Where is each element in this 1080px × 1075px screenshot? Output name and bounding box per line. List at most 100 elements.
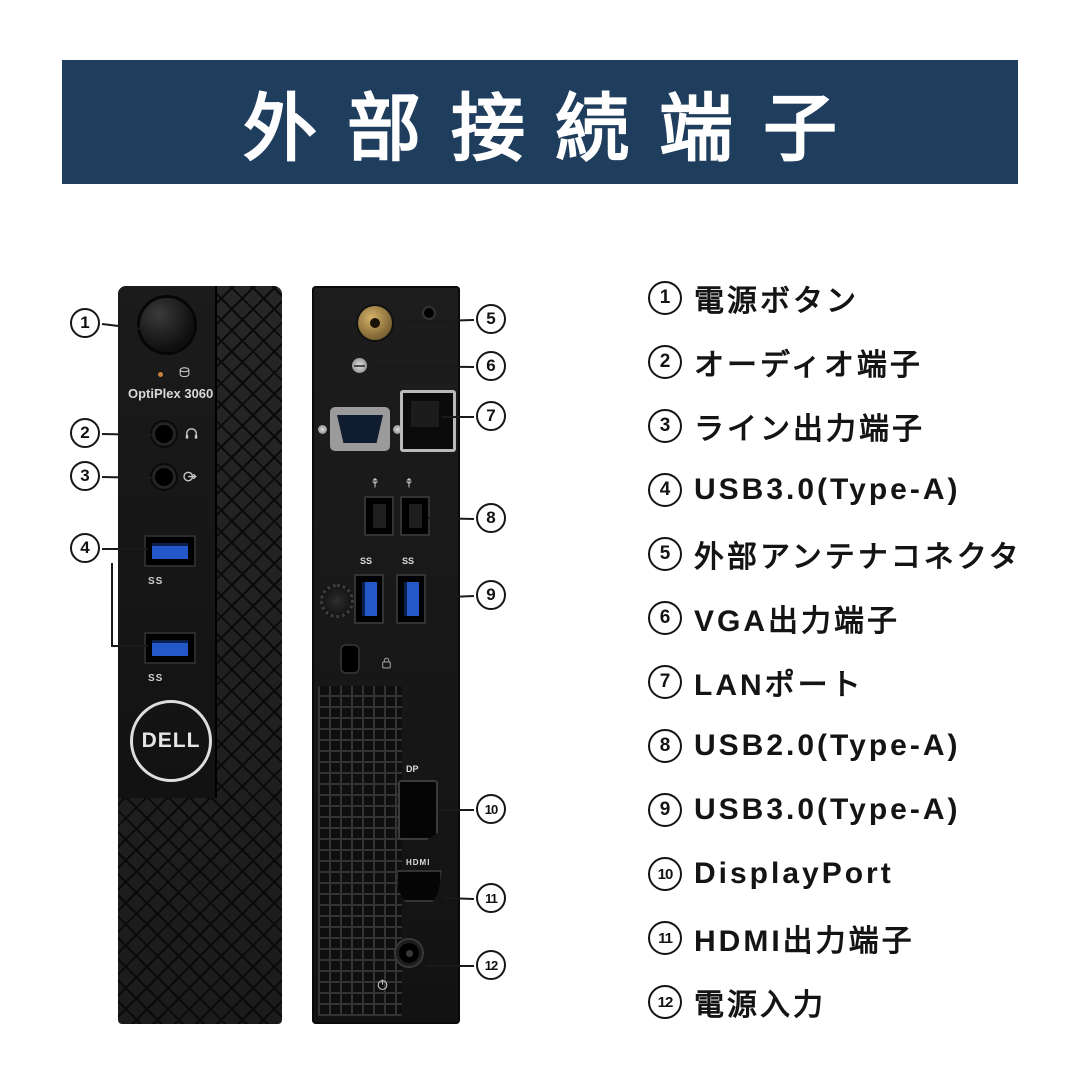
- legend-number-5: 5: [648, 537, 682, 571]
- legend-item-11: 11 HDMI出力端子: [648, 918, 1022, 958]
- title-banner: 外部接続端子: [62, 60, 1018, 184]
- power-pin: [405, 949, 413, 957]
- legend-number-2: 2: [648, 345, 682, 379]
- callout-4: 4: [70, 533, 100, 563]
- legend-label-9: USB3.0(Type-A): [694, 793, 961, 826]
- vga-screw-right: [393, 424, 402, 434]
- usb2-port-2: [400, 496, 430, 536]
- thumbscrew: [320, 584, 354, 618]
- hdmi-port: [396, 870, 442, 902]
- usb2-ports: [364, 496, 430, 536]
- legend-item-5: 5 外部アンテナコネクタ: [648, 534, 1022, 574]
- legend-item-10: 10 DisplayPort: [648, 854, 1022, 894]
- legend-item-8: 8 USB2.0(Type-A): [648, 726, 1022, 766]
- power-button: [140, 298, 194, 352]
- usb2-tongue: [407, 503, 423, 529]
- antenna-punch-out: [424, 308, 434, 318]
- hdd-activity-icon: [179, 367, 190, 378]
- headset-icon: [185, 428, 198, 439]
- callout-7: 7: [476, 401, 506, 431]
- antenna-hole: [370, 318, 380, 328]
- chassis-screw: [352, 358, 367, 373]
- vga-port: [318, 404, 402, 454]
- legend-number-7: 7: [648, 665, 682, 699]
- callout-1: 1: [70, 308, 100, 338]
- usb3-port-front-2: [144, 632, 196, 664]
- legend-number-8: 8: [648, 729, 682, 763]
- lan-inner: [411, 401, 439, 427]
- usb2-markings: [370, 476, 414, 489]
- screw-slot: [354, 364, 365, 367]
- legend-label-2: オーディオ端子: [694, 349, 923, 382]
- vga-screw-left: [318, 424, 327, 434]
- security-lock-slot: [342, 646, 358, 672]
- legend-number-6: 6: [648, 601, 682, 635]
- legend-label-11: HDMI出力端子: [694, 925, 915, 958]
- front-panel: OptiPlex 3060 SS SS DELL: [118, 286, 217, 798]
- dell-logo: DELL: [130, 700, 212, 782]
- usb3-port-back-1: [354, 574, 384, 624]
- usb3-marking: SS: [148, 673, 164, 684]
- legend-label-4: USB3.0(Type-A): [694, 473, 961, 506]
- usb3-port-back-2: [396, 574, 426, 624]
- legend-label-10: DisplayPort: [694, 857, 894, 890]
- padlock-icon: [382, 657, 391, 669]
- legend-label-1: 電源ボタン: [694, 285, 859, 318]
- ventilation-grid: [318, 686, 402, 1016]
- callout-8: 8: [476, 503, 506, 533]
- line-out-jack: [152, 465, 176, 489]
- headset-jack: [152, 422, 176, 446]
- usb3-ports-back: [354, 574, 426, 624]
- legend-item-4: 4 USB3.0(Type-A): [648, 470, 1022, 510]
- legend-number-3: 3: [648, 409, 682, 443]
- usb3-port-front-1: [144, 535, 196, 567]
- usb3-markings: SS SS: [360, 556, 414, 566]
- power-input-jack: [396, 940, 422, 966]
- legend-number-9: 9: [648, 793, 682, 827]
- antenna-connector: [358, 306, 392, 340]
- legend-item-3: 3 ライン出力端子: [648, 406, 1022, 446]
- hdmi-label: HDMI: [406, 858, 431, 867]
- status-led: [158, 372, 163, 377]
- callout-9: 9: [476, 580, 506, 610]
- lan-port: [400, 390, 456, 452]
- usb3-marking: SS: [402, 556, 415, 566]
- legend-label-5: 外部アンテナコネクタ: [694, 541, 1022, 574]
- legend-label-12: 電源入力: [694, 989, 826, 1022]
- usb3-marking: SS: [148, 576, 164, 587]
- power-icon: [377, 979, 388, 990]
- callout-5: 5: [476, 304, 506, 334]
- legend-number-4: 4: [648, 473, 682, 507]
- legend-number-11: 11: [648, 921, 682, 955]
- callout-12: 12: [476, 950, 506, 980]
- usb3-tongue: [152, 543, 188, 559]
- usb2-tongue: [371, 503, 387, 529]
- usb3-tongue: [152, 640, 188, 656]
- usb3-tongue: [403, 582, 419, 616]
- usb3-marking: SS: [360, 556, 373, 566]
- usb3-tongue: [361, 582, 377, 616]
- legend-item-9: 9 USB3.0(Type-A): [648, 790, 1022, 830]
- pc-back-view: SS SS DP HDMI: [312, 286, 460, 1024]
- legend-label-7: LANポート: [694, 669, 864, 702]
- model-label: OptiPlex 3060: [128, 386, 214, 401]
- usb2-port-1: [364, 496, 394, 536]
- legend-item-1: 1 電源ボタン: [648, 278, 1022, 318]
- legend-label-6: VGA出力端子: [694, 605, 901, 638]
- legend-number-12: 12: [648, 985, 682, 1019]
- legend-item-2: 2 オーディオ端子: [648, 342, 1022, 382]
- page-title: 外部接続端子: [243, 86, 867, 170]
- callout-2: 2: [70, 418, 100, 448]
- callout-6: 6: [476, 351, 506, 381]
- line-out-icon: [183, 471, 197, 482]
- legend-label-8: USB2.0(Type-A): [694, 729, 961, 762]
- displayport-port: [398, 780, 438, 840]
- vga-body: [330, 407, 390, 451]
- usb-trident-icon: [372, 478, 378, 488]
- legend-item-7: 7 LANポート: [648, 662, 1022, 702]
- callout-11: 11: [476, 883, 506, 913]
- displayport-logo: DP: [406, 764, 419, 774]
- legend-number-1: 1: [648, 281, 682, 315]
- callout-10: 10: [476, 794, 506, 824]
